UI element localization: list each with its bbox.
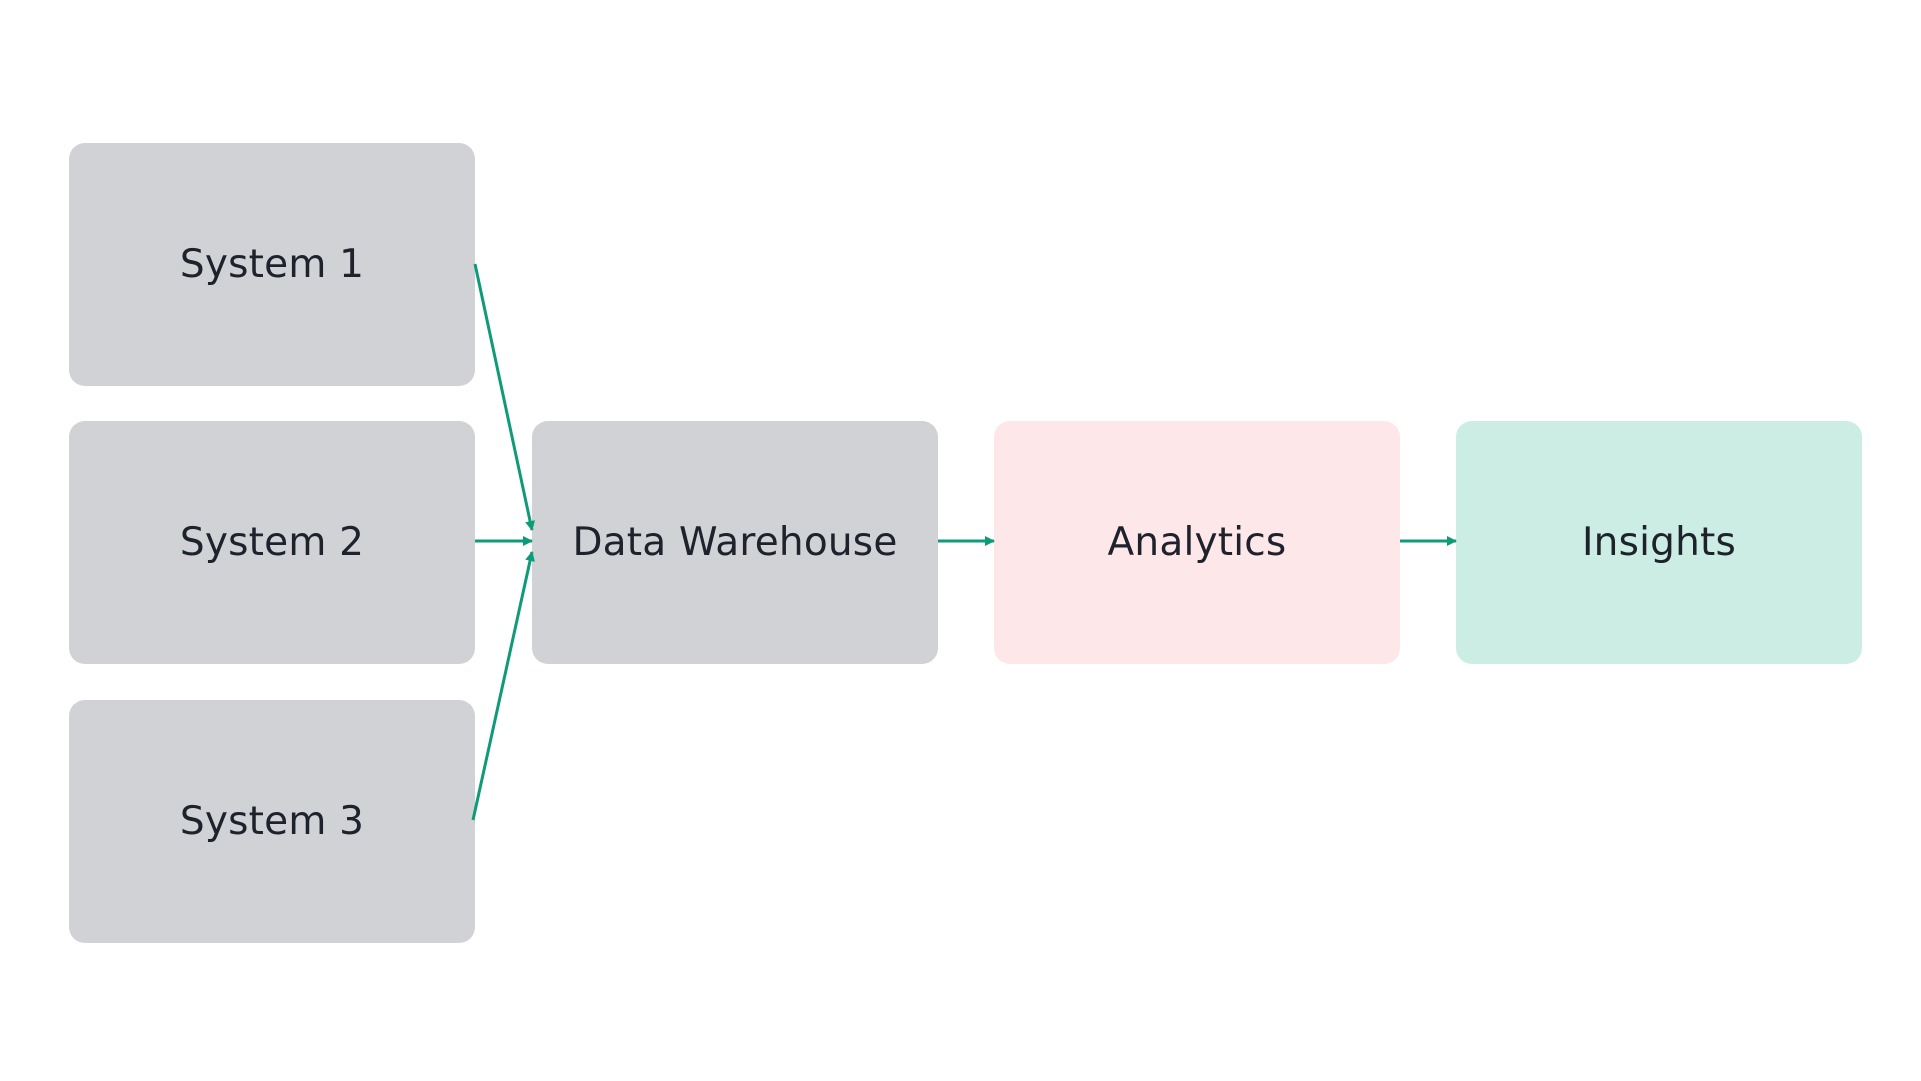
node-analytics: Analytics [994, 421, 1400, 664]
node-system-2-label: System 2 [179, 520, 365, 565]
node-system-3-label: System 3 [179, 799, 365, 844]
edge-system3-to-warehouse [471, 551, 535, 821]
edge-system1-to-warehouse [473, 263, 536, 531]
node-data-warehouse-label: Data Warehouse [572, 520, 898, 565]
node-analytics-label: Analytics [1107, 520, 1287, 565]
node-insights-label: Insights [1581, 520, 1737, 565]
node-data-warehouse: Data Warehouse [532, 421, 938, 664]
node-system-3: System 3 [69, 700, 475, 943]
node-system-1: System 1 [69, 143, 475, 386]
node-system-1-label: System 1 [179, 242, 365, 287]
node-system-2: System 2 [69, 421, 475, 664]
node-insights: Insights [1456, 421, 1862, 664]
